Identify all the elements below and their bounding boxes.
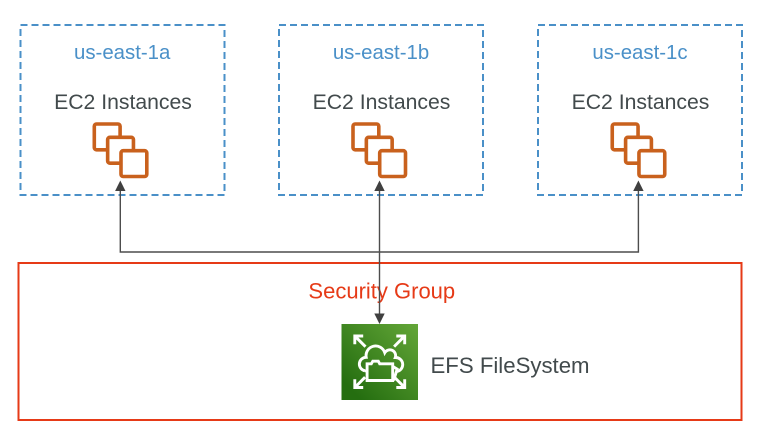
svg-text:us-east-1c: us-east-1c: [592, 42, 687, 64]
svg-text:us-east-1a: us-east-1a: [74, 42, 171, 64]
svg-text:EC2 Instances: EC2 Instances: [313, 91, 451, 114]
svg-text:EFS FileSystem: EFS FileSystem: [431, 353, 590, 378]
svg-text:EC2 Instances: EC2 Instances: [54, 91, 192, 114]
svg-text:Security Group: Security Group: [308, 279, 455, 304]
svg-text:us-east-1b: us-east-1b: [333, 42, 429, 64]
svg-text:EC2 Instances: EC2 Instances: [572, 91, 710, 114]
